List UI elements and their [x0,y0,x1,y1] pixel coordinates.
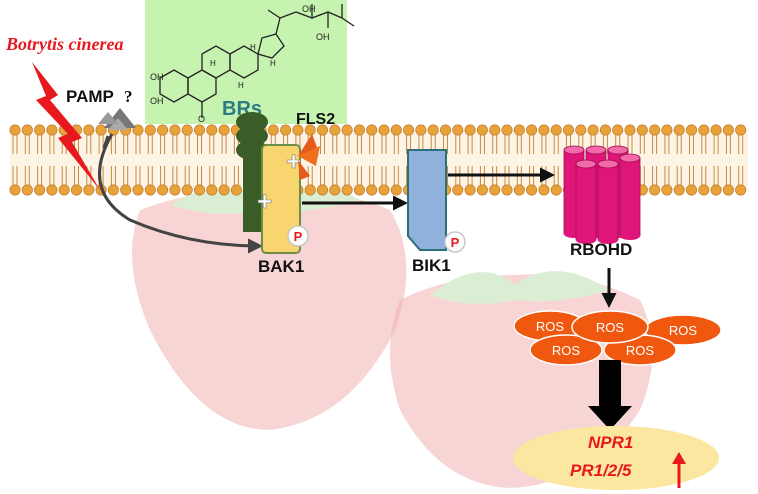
pamp-to-bak1-arrow [98,133,263,254]
svg-text:H: H [250,43,256,52]
svg-text:H: H [210,59,216,68]
rbohd-channel [563,145,641,244]
svg-text:H: H [238,81,244,90]
bik1-phospho-badge: P [444,231,466,253]
bak1-label: BAK1 [258,257,304,276]
pr-genes-label: PR1/2/5 [570,461,632,480]
svg-text:H: H [270,59,276,68]
bak1-phospho-badge: P [287,225,309,247]
svg-text:+: + [286,146,301,176]
ros-bubble: ROS [529,334,603,366]
pamp-question-mark: ? [124,87,133,106]
ros-to-defense-arrow [588,360,632,430]
svg-text:ROS: ROS [626,343,655,358]
svg-text:OH: OH [316,32,330,42]
bak1-receptor [261,144,301,254]
svg-text:P: P [294,229,303,244]
plus-sign-icon: + [257,186,273,217]
fls2-label: FLS2 [296,111,335,128]
bik1-kinase [407,149,447,251]
plus-sign-icon: + [286,146,302,177]
svg-text:OH: OH [302,4,316,14]
rbohd-label: RBOHD [570,240,632,259]
svg-text:ROS: ROS [596,320,625,335]
ros-cluster: ROS ROS ROS ROS ROS [513,310,722,366]
pathogen-lightning-icon [32,62,100,190]
defense-gene-output [513,426,719,490]
pathogen-label: Botrytis cinerea [5,34,124,54]
upregulation-arrow-icon [672,452,686,488]
ros-bubble: ROS [644,314,722,346]
pamp-return-arrow [102,135,110,149]
svg-text:+: + [257,186,272,216]
svg-text:OH: OH [150,96,164,106]
fls2-receptor [236,112,268,232]
svg-text:O: O [198,114,205,124]
npr1-label: NPR1 [588,433,633,452]
bik1-label: BIK1 [412,256,451,275]
svg-text:ROS: ROS [536,319,565,334]
ros-bubble: ROS [571,310,649,344]
fls2-ligand-icon [298,130,320,180]
pamp-label: PAMP [66,87,114,106]
pamp-molecule-icon [98,108,136,130]
brassinosteroid-structure: OH OH O OH OH H H H H [145,0,355,124]
svg-text:ROS: ROS [669,323,698,338]
svg-text:OH: OH [150,72,164,82]
svg-text:ROS: ROS [552,343,581,358]
svg-text:P: P [451,235,460,250]
plasma-membrane [9,124,748,196]
